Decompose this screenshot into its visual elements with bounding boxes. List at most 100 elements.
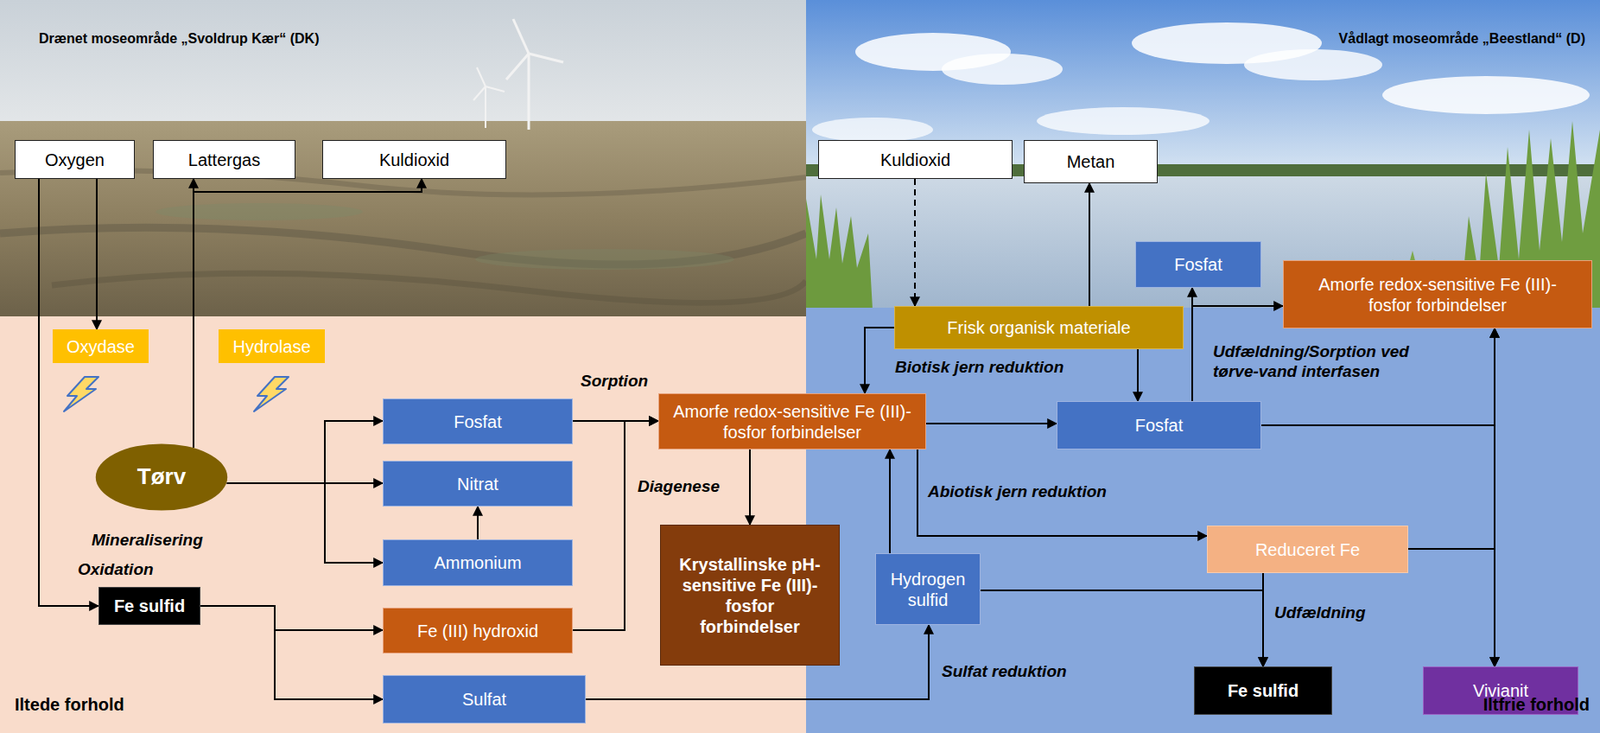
process-box: Amorfe redox-sensitive Fe (III)-fosfor f… [658, 393, 927, 450]
process-box: Hydrolase [218, 329, 325, 363]
flow-arrow [572, 420, 659, 630]
node-text: Tørv [137, 463, 186, 490]
flow-arrow [227, 482, 383, 563]
node-text-wrap: Oxydase [66, 336, 135, 357]
process-box: Frisk organisk materiale [894, 305, 1184, 350]
node-text: Krystallinske pH-sensitive Fe (III)-fosf… [676, 553, 824, 637]
node-text: Amorfe redox-sensitive Fe (III)-fosfor f… [670, 400, 915, 443]
node-text: Oxygen [44, 149, 105, 171]
drained-fen-photo [0, 0, 807, 318]
enzyme-bolt [63, 376, 289, 412]
node-text-wrap: Amorfe redox-sensitive Fe (III)-fosfor f… [670, 400, 915, 443]
process-box: Oxydase [52, 329, 149, 363]
node-text: Sulfat [462, 688, 507, 710]
flow-arrow [749, 449, 751, 525]
process-label: Sulfat reduktion [941, 661, 1067, 682]
process-label: Abiotisk jern reduktion [927, 482, 1107, 502]
node-text-wrap: Reduceret Fe [1255, 539, 1360, 560]
zone-label: Iltede forhold [14, 694, 125, 715]
dashed-arrow [914, 178, 916, 306]
process-box: Krystallinske pH-sensitive Fe (III)-fosf… [660, 524, 840, 666]
node-text-wrap: Sulfat [462, 688, 507, 710]
node-text-wrap: Amorfe redox-sensitive Fe (III)-fosfor f… [1312, 273, 1563, 316]
process-box: Oxygen [14, 139, 135, 179]
node-text: Fosfat [1135, 414, 1184, 436]
flow-arrow [1408, 328, 1495, 549]
process-box: Metan [1023, 139, 1158, 184]
node-text: Amorfe redox-sensitive Fe (III)-fosfor f… [1312, 273, 1563, 316]
process-box: Nitrat [382, 460, 573, 507]
area-title: Drænet moseområde „Svoldrup Kær“ (DK) [38, 31, 320, 47]
node-text-wrap: Kuldioxid [379, 149, 450, 171]
node-text: Fe (III) hydroxid [417, 620, 539, 642]
node-text: Fe sulfid [114, 595, 185, 616]
process-box: Lattergas [152, 139, 296, 179]
node-text-wrap: Nitrat [457, 473, 499, 495]
node-text: Nitrat [457, 473, 499, 495]
process-box: Kuldioxid [322, 139, 507, 179]
process-label: Sorption [580, 371, 648, 392]
node-text: Fosfat [453, 411, 502, 432]
process-box: Fosfat [382, 398, 573, 445]
node-text-wrap: Fe sulfid [1227, 679, 1299, 701]
flow-arrow [95, 178, 98, 330]
node-text-wrap: Fe (III) hydroxid [417, 620, 539, 642]
ellipse-shape [95, 443, 228, 510]
node-text: Lattergas [188, 149, 261, 171]
node-text: Kuldioxid [880, 149, 951, 171]
process-label: Diagenese [637, 476, 720, 497]
process-label: Oxidation [77, 559, 154, 580]
process-box: Reduceret Fe [1206, 525, 1409, 573]
process-label: Mineralisering [91, 530, 204, 551]
process-box: Fe sulfid [98, 586, 201, 625]
node-text-wrap: Krystallinske pH-sensitive Fe (III)-fosf… [676, 553, 824, 637]
node-text-wrap: Hydrogen sulfid [884, 568, 972, 610]
node-text: Fe sulfid [1227, 679, 1299, 701]
flow-arrow [926, 422, 1057, 425]
node-text: Frisk organisk materiale [946, 317, 1131, 338]
process-box: Fe (III) hydroxid [382, 607, 573, 654]
process-box: Amorfe redox-sensitive Fe (III)-fosfor f… [1282, 260, 1593, 329]
node-text: Reduceret Fe [1255, 539, 1360, 560]
node-text-wrap: Kuldioxid [880, 149, 951, 171]
node-text: Hydrogen sulfid [884, 568, 972, 610]
node-text-wrap: Frisk organisk materiale [946, 317, 1131, 338]
process-label: Udfældning/Sorption ved tørve-vand inter… [1212, 342, 1455, 382]
node-text-wrap: Tørv [137, 463, 186, 490]
process-box: Fosfat [1135, 241, 1262, 288]
flow-arrow [227, 420, 383, 483]
node-text-wrap: Ammonium [433, 552, 521, 573]
node-text-wrap: Fosfat [1174, 253, 1223, 275]
node-text: Kuldioxid [379, 149, 450, 171]
process-box: Kuldioxid [818, 139, 1013, 179]
flow-arrow [200, 605, 383, 699]
flow-arrow [864, 327, 895, 394]
flow-arrow [1136, 349, 1139, 401]
node-text-wrap: Fosfat [1135, 414, 1184, 436]
anoxic-ground [806, 307, 1600, 733]
node-text-wrap: Fosfat [453, 411, 502, 432]
node-text-wrap: Lattergas [188, 149, 261, 171]
node-text: Fosfat [1174, 253, 1223, 275]
node-text: Ammonium [433, 552, 521, 573]
flow-arrow [38, 178, 99, 606]
zone-label: Iltfrie forhold [1483, 694, 1590, 715]
flow-arrow [1262, 572, 1264, 667]
node-text-wrap: Fe sulfid [114, 595, 185, 616]
process-box: Fosfat [1056, 400, 1262, 450]
flow-arrow [917, 449, 1207, 536]
flow-arrow [200, 605, 383, 630]
node-text: Oxydase [66, 336, 135, 357]
node-text-wrap: Hydrolase [232, 336, 311, 357]
node-text: Hydrolase [232, 336, 311, 357]
flow-arrow [1408, 548, 1495, 667]
node-text-wrap: Oxygen [44, 149, 105, 171]
process-label: Udfældning [1274, 603, 1366, 623]
process-box: Sulfat [382, 674, 586, 724]
flow-arrow [888, 449, 891, 553]
node-text-wrap: Metan [1066, 151, 1116, 172]
area-title: Vådlagt moseområde „Beestland“ (D) [1339, 31, 1586, 47]
process-box: Fe sulfid [1193, 666, 1333, 715]
flow-arrow [476, 506, 479, 540]
process-label: Biotisk jern reduktion [895, 357, 1064, 378]
